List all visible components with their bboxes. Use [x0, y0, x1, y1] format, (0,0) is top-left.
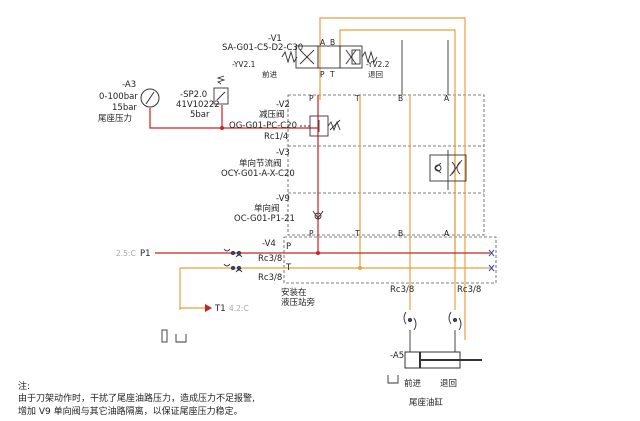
a5-tag: -A5 [390, 351, 404, 361]
note-line-2: 增加 V9 单向阀与其它油路隔离，以保证尾座压力稳定。 [18, 405, 243, 417]
v4-rc-t: Rc3/8 [258, 273, 282, 283]
a3-name: 尾座压力 [98, 113, 132, 124]
t1-arrow-icon [205, 304, 212, 312]
a3-set: 15bar [112, 103, 137, 113]
v1-port-p: P [320, 70, 325, 79]
yv21-tag: -YV2.1 [232, 60, 256, 69]
tank-lines [179, 17, 490, 340]
v2-name: 减压阀 [259, 109, 285, 120]
mid-port-p: P [309, 229, 314, 238]
v1-model: SA-G01-C5-D2-C30 [222, 43, 303, 53]
a5-fwd: 前进 [404, 378, 422, 389]
v4-rc-p: Rc3/8 [258, 254, 282, 264]
hose-couplings-icon [403, 311, 462, 331]
pressure-lines [149, 95, 490, 254]
a3-tag: -A3 [122, 80, 136, 90]
t1-name: T1 [214, 304, 226, 314]
t1-ref: 4.2:C [229, 304, 249, 313]
v4-tag: -V4 [262, 239, 276, 249]
coupling-p-icon [223, 248, 243, 258]
check-valve-icon [312, 210, 324, 220]
note-title: 注: [18, 380, 30, 392]
mid-port-a: A [444, 229, 450, 238]
throttle-valve-icon [429, 154, 467, 182]
coupling-t-icon [223, 263, 243, 273]
sp20-set: 5bar [190, 110, 210, 120]
block-port-b: B [398, 94, 403, 103]
v4-port-t: T [285, 263, 292, 273]
bottom-rc-a: Rc3/8 [457, 285, 481, 295]
v1-port-a: A [320, 38, 326, 47]
p1-ref: 2.5:C [116, 249, 136, 258]
bottom-rc-b: Rc3/8 [390, 285, 414, 295]
install-note-2: 液压站旁 [281, 297, 316, 308]
block-port-a: A [444, 94, 450, 103]
v1-tag: -V1 [268, 34, 282, 44]
tank-junction-dots [358, 266, 362, 270]
yv22-label: 退回 [368, 70, 383, 79]
p1-name: P1 [140, 249, 151, 259]
mid-port-b: B [398, 229, 403, 238]
right-port-markers [488, 249, 495, 272]
v9-model: OC-G01-P1-21 [234, 214, 295, 224]
v3-name: 单向节流阀 [239, 158, 282, 169]
block-port-p: P [309, 94, 314, 103]
yv22-tag: -YV2.2 [366, 60, 390, 69]
v2-port: Rc1/4 [264, 132, 288, 142]
a5-ret: 退回 [440, 378, 457, 389]
v1-port-t: T [329, 70, 335, 79]
block-port-t: T [354, 94, 360, 103]
pressure-gauge-icon [140, 88, 160, 108]
v3-model: OCY-G01-A-X-C20 [221, 169, 295, 179]
a3-range: 0-100bar [99, 92, 138, 102]
v9-tag: -V9 [276, 194, 290, 204]
yv21-label: 前进 [262, 69, 277, 79]
manifold-block [283, 94, 497, 284]
junction-dots [220, 126, 320, 255]
install-note-1: 安装在 [281, 287, 307, 298]
sp20-tag: -SP2.0 [180, 90, 207, 100]
v4-port-p: P [286, 242, 291, 252]
mid-port-t: T [354, 229, 360, 238]
v2-model: OG-G01-PC-C20 [229, 121, 297, 131]
a5-name: 尾座油缸 [409, 397, 444, 408]
v1-port-b: B [330, 38, 335, 47]
v9-name: 单向阀 [254, 203, 280, 214]
note-line-1: 由于刀架动作时，干扰了尾座油路压力，造成压力不足报警, [18, 392, 255, 404]
cylinder-lines [409, 330, 456, 352]
v3-tag: -V3 [276, 148, 290, 158]
sp20-model: 41V10222 [176, 100, 220, 110]
directional-valve-v1 [281, 45, 378, 69]
internal-lines [401, 40, 449, 190]
cylinder-icon [404, 351, 482, 369]
reducing-valve-icon [300, 115, 341, 137]
pressure-switch-icon [213, 75, 229, 105]
v2-tag: -V2 [276, 100, 290, 110]
tank-symbol-icon [161, 329, 399, 384]
